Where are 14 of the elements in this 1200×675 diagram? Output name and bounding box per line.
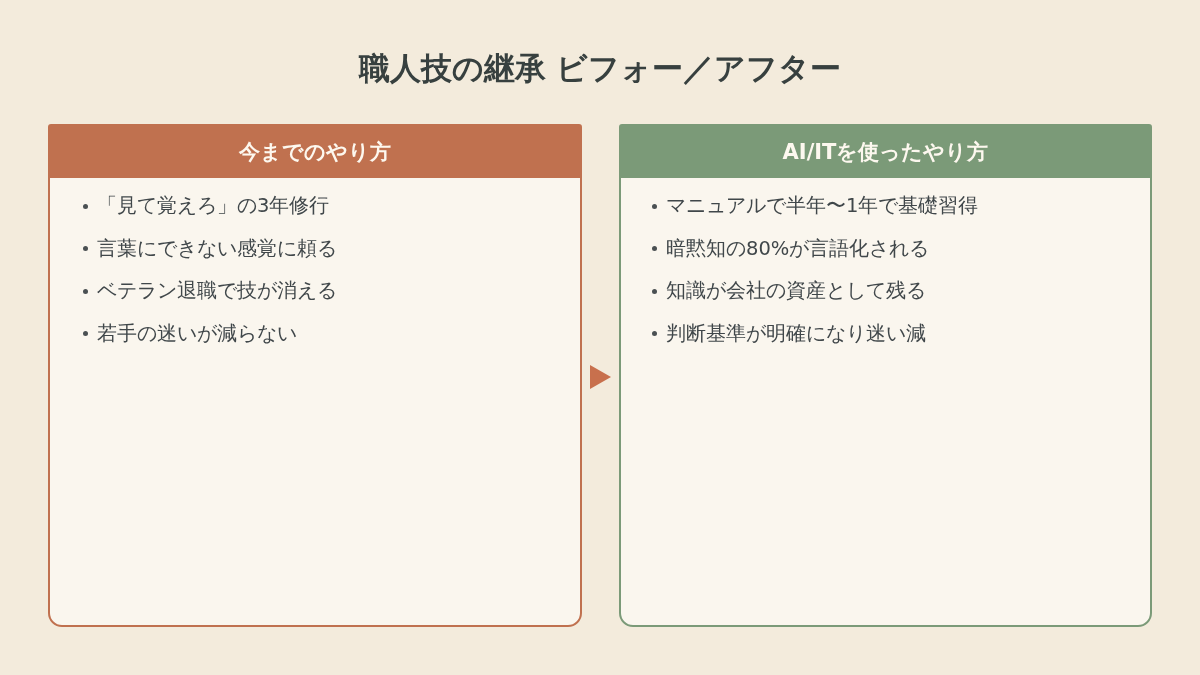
list-item: マニュアルで半年〜1年で基礎習得 <box>666 193 979 219</box>
panel-header: 今までのやり方 <box>50 126 580 178</box>
arrow <box>590 365 611 389</box>
title: 職人技の継承 ビフォー／アフター <box>357 49 843 88</box>
list-item: 言葉にできない感覚に頼る <box>97 235 337 262</box>
list-item: 暗黙知の80%が言語化される <box>666 235 930 262</box>
panel-card <box>48 124 582 627</box>
panel-card <box>619 124 1152 627</box>
panel-header: AI/ITを使ったやり方 <box>621 126 1150 178</box>
list-item: 判断基準が明確になり迷い減 <box>666 320 926 347</box>
list-item: 「見て覚えろ」の3年修行 <box>97 193 330 219</box>
list-item: ベテラン退職で技が消える <box>97 278 337 304</box>
list-item: 知識が会社の資産として残る <box>666 278 926 304</box>
list-item: 若手の迷いが減らない <box>97 320 297 347</box>
